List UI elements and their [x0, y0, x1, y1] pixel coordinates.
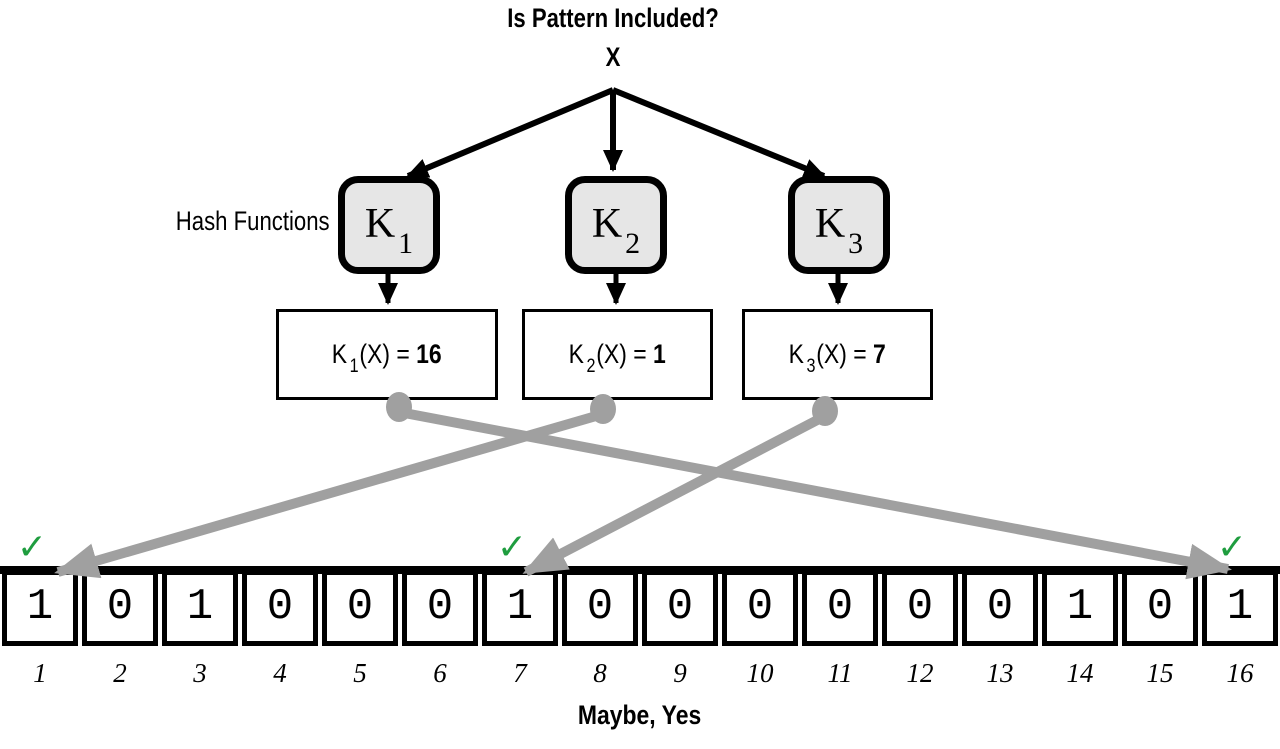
checkmark-icon-cell-16: ✓ [1216, 527, 1248, 568]
bit-cell-9: 0 [642, 570, 718, 646]
bit-value-10: 0 [746, 582, 774, 632]
hash-result-k3-func: K [788, 339, 805, 369]
bit-value-4: 0 [266, 582, 294, 632]
bit-index-11: 11 [827, 658, 853, 688]
hash-node-k1-subscript: 1 [398, 227, 414, 260]
hash-node-k2-letter: K [591, 201, 623, 247]
bit-index-7: 7 [513, 658, 527, 688]
verdict-text: Maybe, Yes [578, 700, 702, 730]
bit-cell-12: 0 [882, 570, 958, 646]
bit-cell-16: 1 [1202, 570, 1278, 646]
bit-cell-15: 0 [1122, 570, 1198, 646]
page-title: Is Pattern Included? [0, 3, 1226, 34]
bit-cell-3: 1 [162, 570, 238, 646]
bit-value-6: 0 [426, 582, 454, 632]
bit-cell-10: 0 [722, 570, 798, 646]
bit-cell-8: 0 [562, 570, 638, 646]
bit-value-1: 1 [26, 582, 54, 632]
bit-cell-2: 0 [82, 570, 158, 646]
hash-node-k3-subscript: 3 [848, 227, 864, 260]
arrow-result-k3-to-cell-7 [522, 411, 828, 577]
hash-functions-label: Hash Functions [120, 206, 330, 237]
hash-result-k1-sub: 1 [349, 356, 359, 377]
bit-index-5: 5 [353, 658, 367, 688]
hash-result-k2-arg: (X) = [596, 339, 654, 369]
bit-index-14: 14 [1066, 658, 1094, 688]
hash-result-k2-value: 1 [653, 339, 667, 369]
input-variable-text: X [605, 42, 621, 72]
bit-value-11: 0 [826, 582, 854, 632]
bit-index-2: 2 [113, 658, 127, 688]
bit-cell-13: 0 [962, 570, 1038, 646]
bit-cell-6: 0 [402, 570, 478, 646]
bit-value-5: 0 [346, 582, 374, 632]
bit-index-9: 9 [673, 658, 687, 688]
arrow-x-to-k3 [611, 87, 826, 179]
checkmark-icon-cell-1: ✓ [16, 527, 48, 568]
verdict-label: Maybe, Yes [0, 700, 1280, 731]
input-variable: X [0, 42, 1226, 73]
bit-value-13: 0 [986, 582, 1014, 632]
hash-result-k1-arg: (X) = [359, 339, 417, 369]
hash-node-k3-letter: K [814, 201, 846, 247]
bit-cell-11: 0 [802, 570, 878, 646]
hash-node-k1-letter: K [364, 201, 396, 247]
bit-index-3: 3 [193, 658, 207, 688]
bit-index-1: 1 [33, 658, 47, 688]
bit-value-16: 1 [1226, 582, 1254, 632]
bit-cell-14: 1 [1042, 570, 1118, 646]
bit-value-12: 0 [906, 582, 934, 632]
bit-value-7: 1 [506, 582, 534, 632]
bit-value-9: 0 [666, 582, 694, 632]
page-title-text: Is Pattern Included? [507, 3, 719, 33]
bit-index-13: 13 [986, 658, 1014, 688]
hash-result-k3-arg: (X) = [816, 339, 874, 369]
hash-result-k3-sub: 3 [806, 356, 816, 377]
hash-result-k1-value: 16 [416, 339, 442, 369]
bit-value-8: 0 [586, 582, 614, 632]
bit-cell-5: 0 [322, 570, 398, 646]
bit-index-6: 6 [433, 658, 447, 688]
bit-value-3: 1 [186, 582, 214, 632]
bit-cell-1: 1 [2, 570, 78, 646]
checkmark-icon-cell-7: ✓ [496, 527, 528, 568]
bit-value-2: 0 [106, 582, 134, 632]
bit-index-8: 8 [593, 658, 607, 688]
hash-functions-label-text: Hash Functions [176, 206, 330, 236]
bit-index-15: 15 [1146, 658, 1174, 688]
hash-result-k2-sub: 2 [586, 356, 596, 377]
hash-node-k2-subscript: 2 [625, 227, 641, 260]
hash-result-k1-func: K [332, 339, 348, 369]
bit-index-4: 4 [273, 658, 287, 688]
bit-cell-7: 1 [482, 570, 558, 646]
bit-index-10: 10 [746, 658, 774, 688]
bit-cell-4: 0 [242, 570, 318, 646]
bit-value-14: 1 [1066, 582, 1094, 632]
hash-result-k3-value: 7 [873, 339, 887, 369]
bit-value-15: 0 [1146, 582, 1174, 632]
bit-index-12: 12 [906, 658, 934, 688]
bit-index-16: 16 [1226, 658, 1254, 688]
arrow-x-to-k1 [406, 87, 615, 179]
hash-result-k2-func: K [568, 339, 585, 369]
